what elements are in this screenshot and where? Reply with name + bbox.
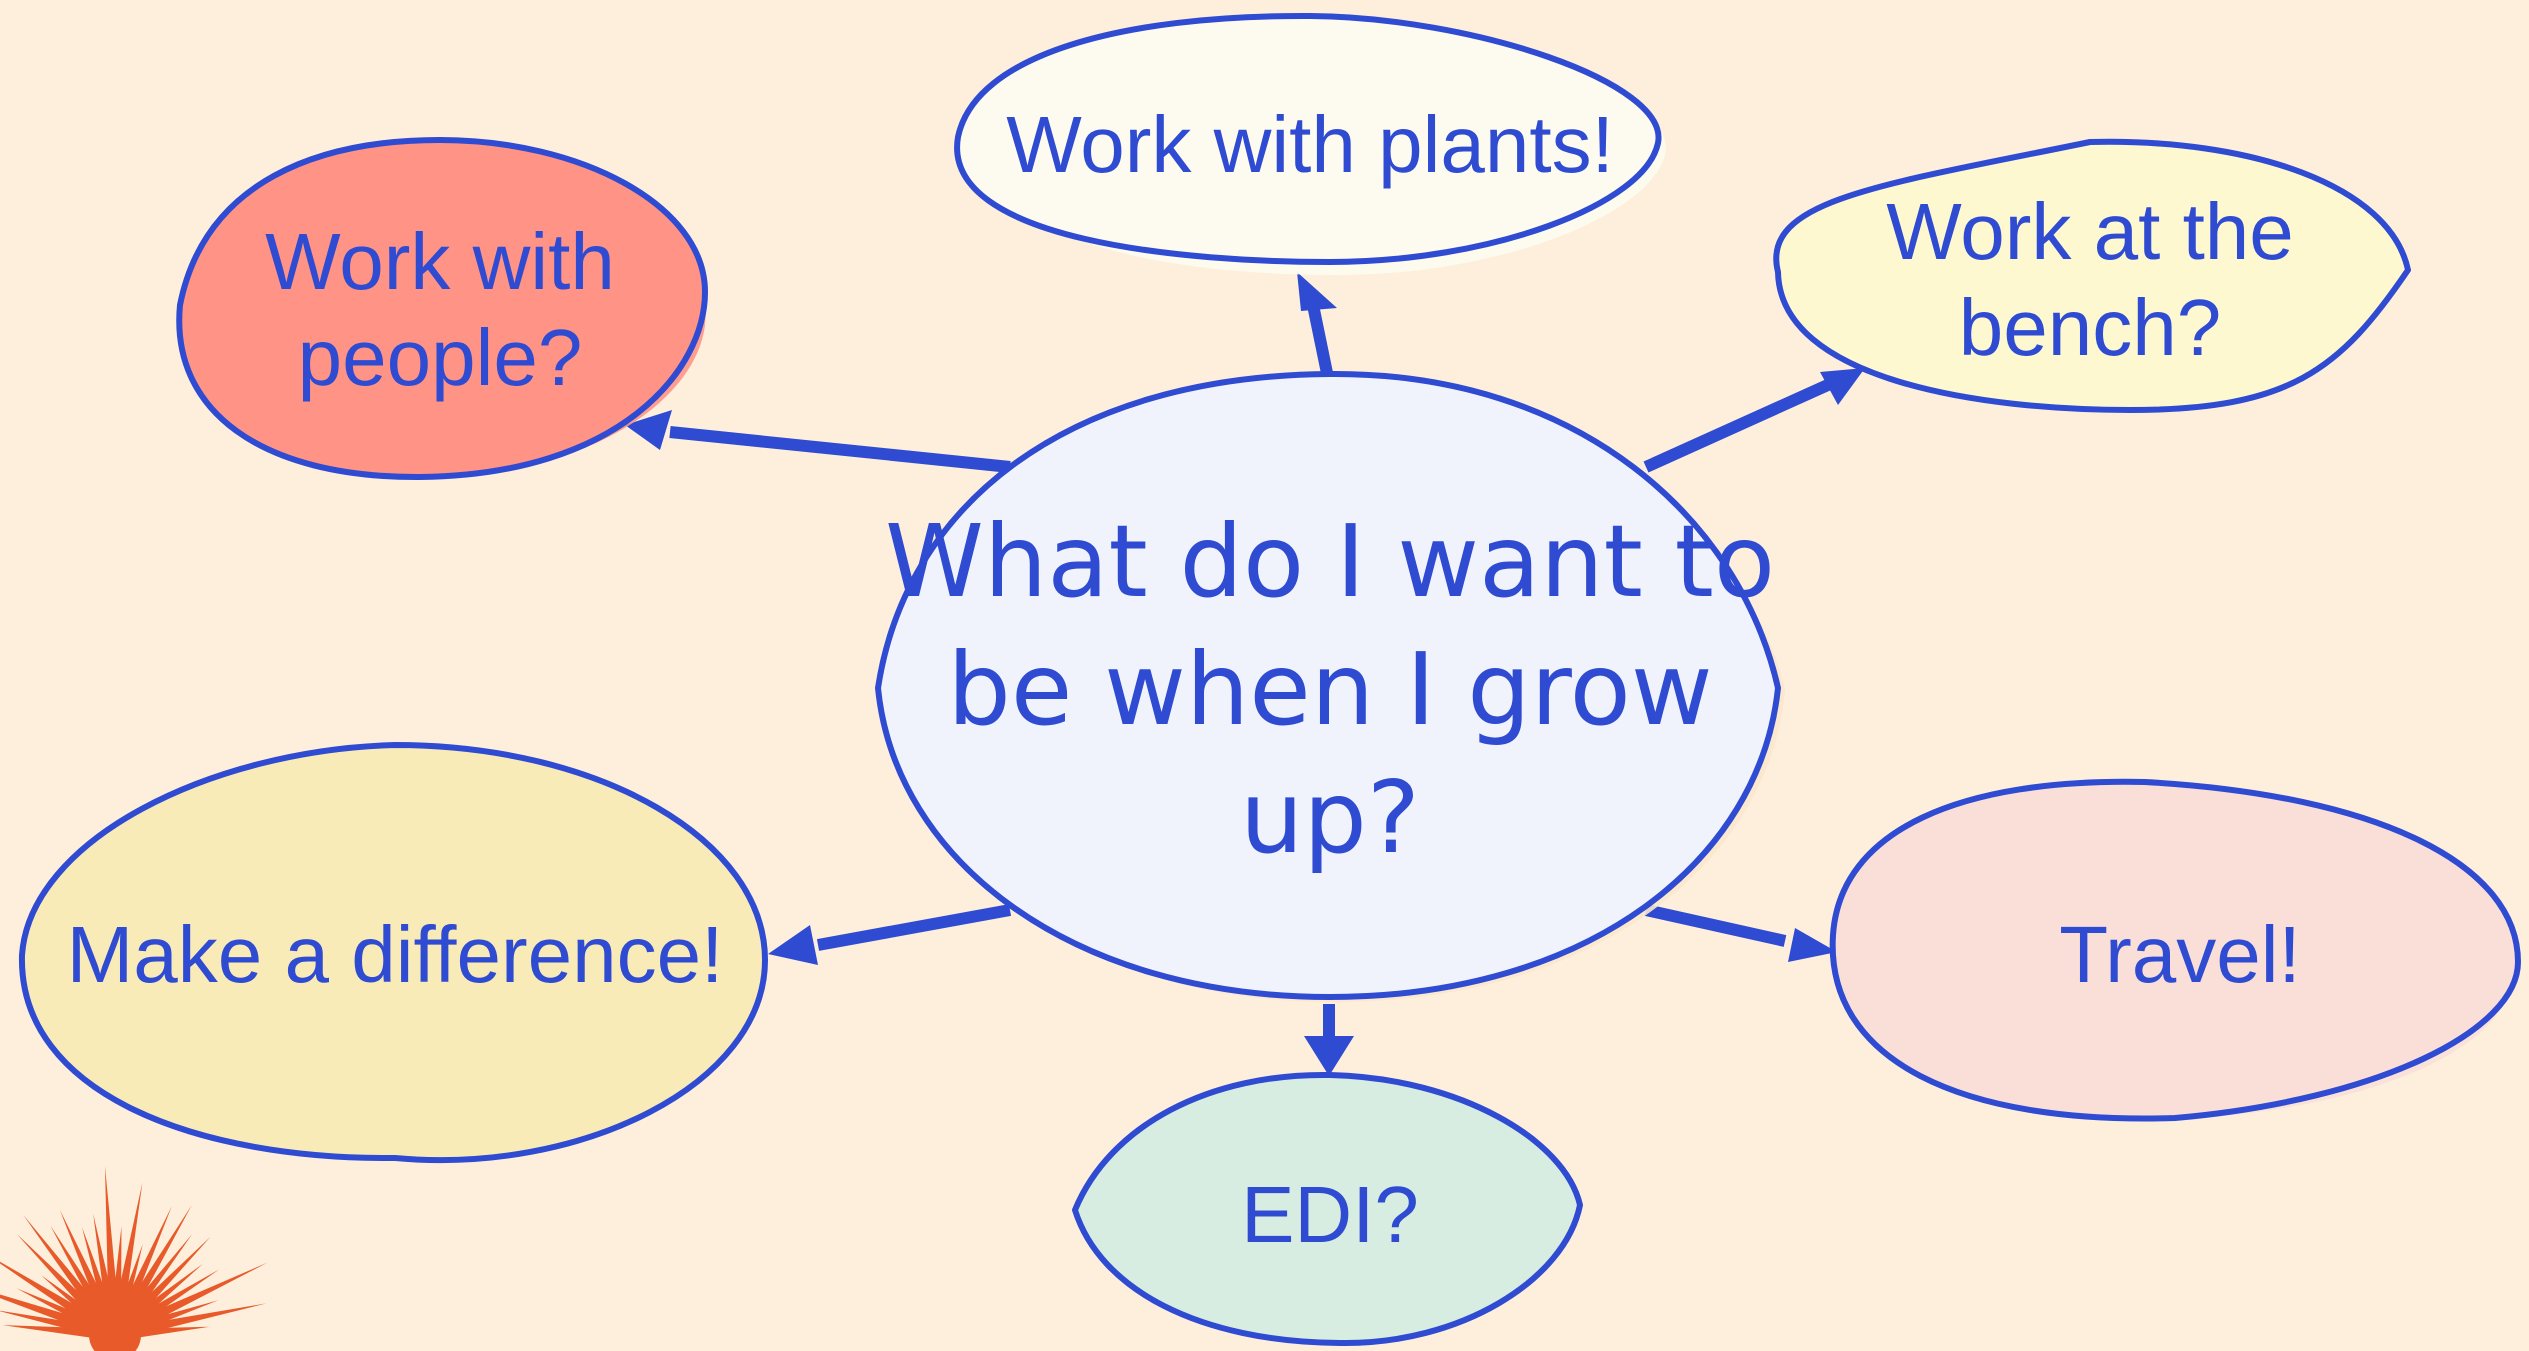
burst-spike	[109, 1205, 172, 1338]
node-difference	[18, 742, 768, 1164]
central-question-label: What do I want to be when I grow up?	[884, 503, 1776, 876]
burst-spike	[0, 1261, 119, 1341]
connector-group	[625, 272, 1865, 1076]
orange-burst-decoration	[0, 1166, 268, 1351]
node-travel-label: Travel!	[2059, 910, 2301, 999]
node-plants-label: Work with plants!	[1006, 100, 1614, 189]
connector-to-travel	[1644, 904, 1837, 962]
node-bench-label: Work at the bench?	[1886, 187, 2294, 372]
burst-spike	[109, 1205, 192, 1339]
connector-to-bench	[1643, 368, 1865, 473]
burst-spike	[0, 1310, 117, 1341]
node-people-label: Work with people?	[265, 217, 615, 402]
node-difference-label: Make a difference!	[66, 910, 724, 999]
connector-to-plants	[1297, 272, 1337, 375]
node-center	[875, 370, 1785, 1003]
node-plants	[954, 12, 1666, 275]
connector-to-difference	[768, 904, 1012, 965]
connector-to-people	[625, 410, 1011, 473]
node-people	[176, 137, 708, 481]
node-travel	[1829, 778, 2521, 1122]
connector-to-edi	[1304, 1004, 1354, 1076]
burst-spike	[0, 1294, 117, 1341]
burst-spike	[109, 1182, 143, 1337]
node-edi	[1072, 1071, 1583, 1347]
node-edi-label: EDI?	[1241, 1170, 1419, 1259]
node-bench	[1773, 138, 2411, 413]
burst-core	[89, 1309, 141, 1351]
